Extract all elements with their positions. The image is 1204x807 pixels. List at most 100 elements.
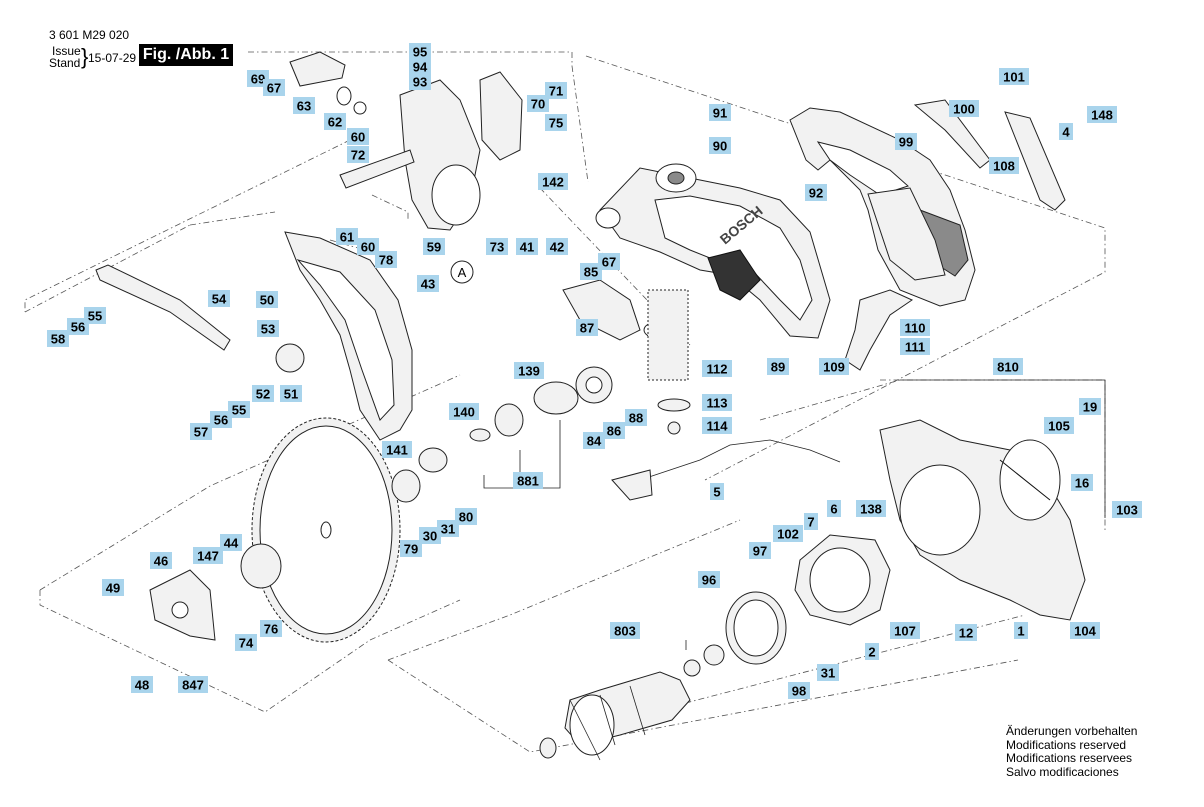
part-label-text: 41 — [520, 240, 534, 255]
part-label-text: 55 — [88, 309, 102, 324]
part-label-12: 12 — [955, 624, 977, 641]
part-label-148: 148 — [1087, 106, 1117, 123]
part-label-text: 16 — [1075, 476, 1089, 491]
part-label-text: 142 — [542, 175, 564, 190]
part-label-text: 30 — [423, 529, 437, 544]
part-label-text: 148 — [1091, 108, 1113, 123]
part-label-63: 63 — [293, 97, 315, 114]
part-label-text: 94 — [413, 60, 428, 75]
part-label-111: 111 — [900, 338, 930, 355]
part-label-text: 59 — [427, 240, 441, 255]
part-label-text: 99 — [899, 135, 913, 150]
part-label-text: 57 — [194, 425, 208, 440]
part-label-90: 90 — [709, 137, 731, 154]
part-label-text: 140 — [453, 405, 475, 420]
part-label-71: 71 — [545, 82, 567, 99]
part-label-139: 139 — [514, 362, 544, 379]
part-label-881: 881 — [513, 472, 543, 489]
part-label-142: 142 — [538, 173, 568, 190]
part-label-56: 56 — [210, 411, 232, 428]
part-label-text: 60 — [351, 130, 365, 145]
part-label-107: 107 — [890, 622, 920, 639]
part-label-104: 104 — [1070, 622, 1100, 639]
detail-marker: A — [450, 260, 474, 284]
part-label-text: 141 — [386, 443, 408, 458]
part-label-text: 803 — [614, 624, 636, 639]
part-label-text: 86 — [607, 424, 621, 439]
part-label-105: 105 — [1044, 417, 1074, 434]
part-label-text: 95 — [413, 45, 427, 60]
dust-chute-and-arm-parts — [289, 51, 523, 231]
part-label-98: 98 — [788, 682, 810, 699]
stator — [794, 534, 891, 626]
part-label-16: 16 — [1071, 474, 1093, 491]
part-label-31: 31 — [817, 664, 839, 681]
part-label-text: 67 — [602, 255, 616, 270]
part-label-74: 74 — [235, 634, 257, 651]
part-label-109: 109 — [819, 358, 849, 375]
part-label-text: 147 — [197, 549, 219, 564]
note-fr: Modifications reservees — [1006, 751, 1133, 765]
part-label-42: 42 — [546, 238, 568, 255]
part-label-80: 80 — [455, 508, 477, 525]
part-label-text: 96 — [702, 573, 716, 588]
part-label-text: 4 — [1062, 125, 1070, 140]
part-label-text: 75 — [549, 116, 563, 131]
detail-marker-label: A — [458, 265, 467, 280]
part-label-text: 52 — [256, 387, 270, 402]
part-label-79: 79 — [400, 540, 422, 557]
part-label-95: 95 — [409, 43, 431, 60]
part-label-87: 87 — [576, 319, 598, 336]
part-label-text: 92 — [809, 186, 823, 201]
blade-guard — [284, 231, 413, 441]
part-label-text: 85 — [584, 265, 598, 280]
saw-arm-housing: BOSCH — [595, 163, 831, 339]
part-label-4: 4 — [1059, 123, 1073, 140]
part-label-text: 91 — [713, 106, 727, 121]
part-label-text: 53 — [261, 322, 275, 337]
part-label-text: 72 — [351, 148, 365, 163]
part-label-78: 78 — [375, 251, 397, 268]
part-label-61: 61 — [336, 228, 358, 245]
part-label-54: 54 — [208, 290, 230, 307]
part-label-text: 2 — [868, 645, 875, 660]
part-label-60: 60 — [357, 238, 379, 255]
part-label-text: 44 — [224, 536, 239, 551]
part-label-text: 55 — [232, 403, 246, 418]
part-label-text: 12 — [959, 626, 973, 641]
issue-bracket: } — [81, 44, 89, 69]
part-label-text: 54 — [212, 292, 227, 307]
part-label-100: 100 — [949, 100, 979, 117]
part-label-text: 61 — [340, 230, 354, 245]
part-label-67: 67 — [598, 253, 620, 270]
spindle-and-gear-parts — [149, 289, 691, 641]
part-label-113: 113 — [702, 394, 732, 411]
part-label-114: 114 — [702, 417, 732, 434]
part-label-19: 19 — [1079, 398, 1101, 415]
part-label-48: 48 — [131, 676, 153, 693]
part-label-text: 112 — [707, 362, 728, 377]
part-label-text: 105 — [1048, 419, 1070, 434]
document-number: 3 601 M29 020 — [49, 28, 130, 42]
part-label-text: 74 — [239, 636, 254, 651]
part-label-text: 76 — [264, 622, 278, 637]
part-label-94: 94 — [409, 58, 431, 75]
part-label-text: 139 — [518, 364, 540, 379]
part-label-text: 56 — [71, 320, 85, 335]
part-label-88: 88 — [625, 409, 647, 426]
part-label-text: 88 — [629, 411, 643, 426]
part-label-text: 108 — [993, 159, 1015, 174]
part-label-43: 43 — [417, 275, 439, 292]
part-label-49: 49 — [102, 579, 124, 596]
motor-ring — [725, 591, 787, 665]
part-label-text: 42 — [550, 240, 564, 255]
part-label-text: 31 — [821, 666, 835, 681]
part-label-55: 55 — [228, 401, 250, 418]
part-label-text: 63 — [297, 99, 311, 114]
part-label-text: 6 — [830, 502, 837, 517]
part-label-138: 138 — [856, 500, 886, 517]
part-label-810: 810 — [993, 358, 1023, 375]
part-label-text: 48 — [135, 678, 149, 693]
part-label-text: 79 — [404, 542, 418, 557]
